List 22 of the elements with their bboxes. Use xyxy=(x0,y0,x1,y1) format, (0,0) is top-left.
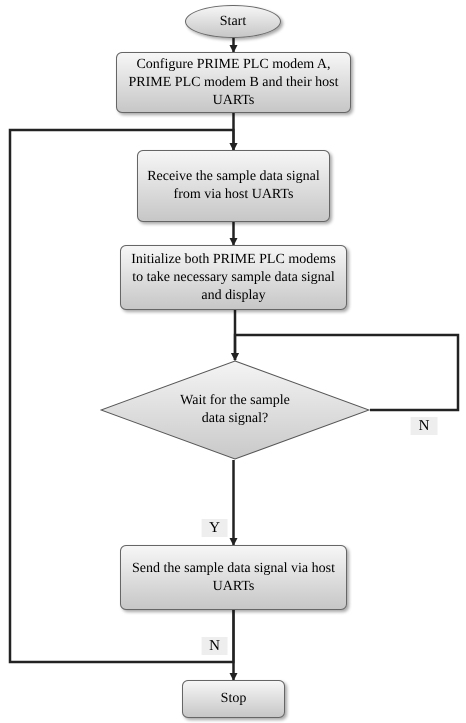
arrow xyxy=(230,222,238,246)
terminal-oval xyxy=(185,5,281,38)
process-box xyxy=(137,150,330,222)
arrow xyxy=(231,334,460,412)
node-text: Send the sample data signal via host UARTs xyxy=(131,560,336,596)
arrow xyxy=(230,610,238,681)
arrow xyxy=(230,460,238,546)
node-text: Initialize both PRIME PLC modems to take necessary sample data signal and display xyxy=(130,250,337,304)
process-box xyxy=(120,245,347,310)
node-text: Wait for the sample data signal? xyxy=(179,392,291,428)
process-box xyxy=(182,680,285,718)
process-box xyxy=(116,52,351,113)
arrow xyxy=(8,128,238,664)
edge-label: N xyxy=(201,637,228,655)
edge-label: Y xyxy=(201,519,228,537)
process-box xyxy=(120,545,347,610)
arrow xyxy=(230,38,238,53)
edge-label: N xyxy=(410,417,438,435)
node-text: Receive the sample data signal from via host UARTs xyxy=(146,168,321,204)
node-text: Configure PRIME PLC modem A, PRIME PLC modem B and their host UARTs xyxy=(128,56,340,110)
node-text: Stop xyxy=(220,690,246,708)
node-text: Start xyxy=(220,12,246,30)
